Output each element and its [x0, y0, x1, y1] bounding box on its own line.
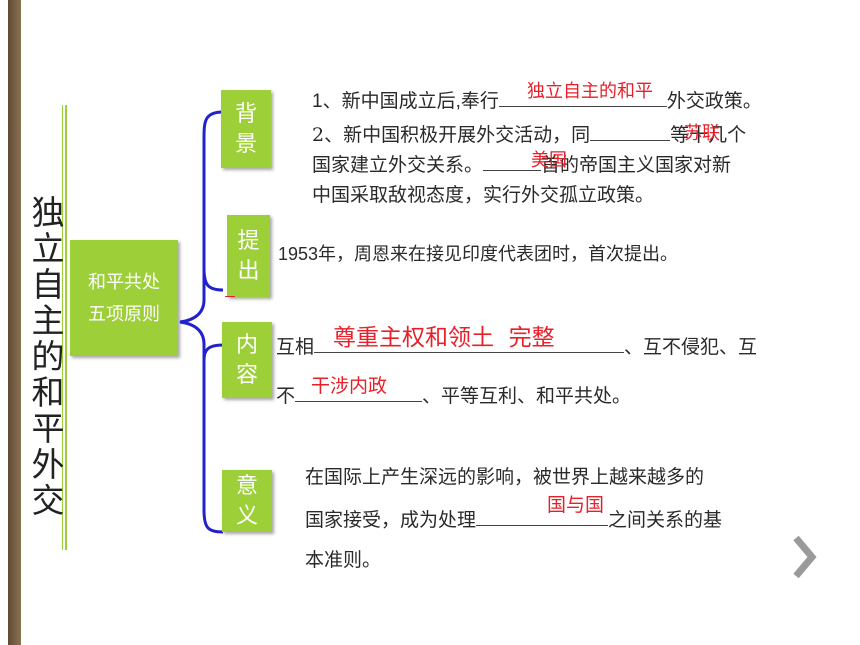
answer-independent-peace: 独立自主的和平: [527, 81, 653, 101]
answer-ussr: 苏联: [684, 123, 720, 143]
brace-connector: [179, 110, 224, 534]
tag-significance: 意义: [222, 470, 272, 532]
main-topic-line1: 和平共处: [88, 272, 160, 292]
main-topic-line2: 五项原则: [88, 304, 160, 324]
tag-background: 背景: [221, 90, 271, 168]
proposed-text: 1953年，周恩来在接见印度代表团时，首次提出。: [278, 244, 679, 264]
significance-line2: 国家接受，成为处理之间关系的基: [305, 509, 723, 531]
answer-between-countries: 国与国: [547, 495, 605, 516]
answer-usa: 美国: [531, 150, 567, 170]
tag-content: 内容: [222, 322, 272, 398]
answer-non-interference: 干涉内政: [311, 376, 388, 397]
chevron-right-icon[interactable]: [790, 534, 820, 580]
background-line2: 2、新中国积极开展外交活动，同等十几个: [312, 124, 747, 146]
vertical-title: 独立自 主的和 平外交: [31, 193, 65, 520]
red-mark: [225, 296, 235, 297]
answer-sovereignty: 尊重主权和领土 完整: [333, 325, 555, 351]
significance-line3: 本准则。: [305, 549, 382, 571]
background-line1: 1、新中国成立后,奉行外交政策。: [312, 86, 762, 113]
tag-proposed: 提出: [227, 215, 270, 297]
background-line3: 国家建立外交关系。首的帝国主义国家对新: [312, 154, 732, 176]
content-line1: 互相、互不侵犯、互: [276, 332, 757, 359]
divider-line: [62, 105, 63, 550]
background-line4: 中国采取敌视态度，实行外交孤立政策。: [312, 184, 655, 206]
main-topic-box: 和平共处 五项原则: [70, 240, 178, 356]
divider-line: [65, 105, 67, 550]
content-line2: 不、平等互利、和平共处。: [276, 381, 631, 408]
significance-line1: 在国际上产生深远的影响，被世界上越来越多的: [305, 466, 705, 488]
left-decor-bar: [8, 0, 21, 645]
